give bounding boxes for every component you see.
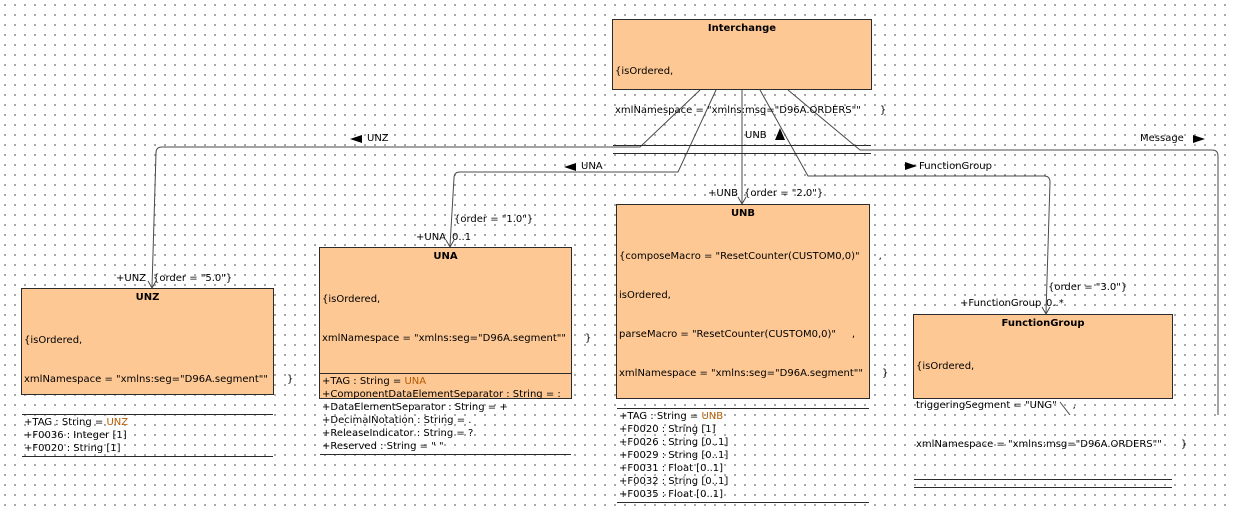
attribute-row[interactable]: +F0020 : String [1] — [619, 424, 716, 435]
direction-arrow-message — [1193, 135, 1205, 143]
assoc-label-unz: UNZ — [367, 133, 389, 144]
attribute-row[interactable]: +F0020 : String [1] — [24, 443, 121, 454]
attributes-compartment: +TAG : String = UNB +F0020 : String [1] … — [617, 408, 869, 502]
tag-line: {composeMacro = "ResetCounter(CUSTOM0,0)… — [619, 251, 882, 262]
assoc-label-unb: UNB — [745, 130, 767, 141]
direction-arrow-unz — [350, 135, 362, 143]
class-functiongroup[interactable]: FunctionGroup {isOrdered, triggeringSegm… — [913, 314, 1187, 488]
tag-line: {isOrdered, — [916, 361, 975, 372]
attribute-row[interactable]: +ReleaseIndicator : String = ? — [322, 428, 474, 439]
attributes-compartment: +TAG : String = UNZ +F0036 : Integer [1]… — [22, 414, 273, 456]
attribute-row[interactable]: +DataElementSeparator : String = + — [322, 402, 508, 413]
role-label-unz: +UNZ — [116, 273, 147, 284]
role-label-unb: +UNB — [708, 188, 739, 199]
attribute-row[interactable]: +F0029 : String [0..1] — [619, 450, 729, 461]
multiplicity-functiongroup: 0..* — [1046, 298, 1064, 309]
tag-line: parseMacro = "ResetCounter(CUSTOM0,0)" , — [619, 329, 856, 340]
order-label-functiongroup: {order = "3.0"} — [1048, 282, 1128, 293]
operations-compartment — [617, 502, 869, 510]
attribute-row[interactable]: +F0032 : String [0..1] — [619, 476, 729, 487]
edge-una — [449, 89, 717, 247]
edge-message — [787, 89, 1219, 415]
tag-line: {isOrdered, — [322, 294, 381, 305]
assoc-label-una: UNA — [581, 161, 603, 172]
tag-line: triggeringSegment = "UNG" , — [916, 400, 1076, 411]
tag-line: {isOrdered, — [24, 335, 83, 346]
attribute-row[interactable]: +F0036 : Integer [1] — [24, 430, 127, 441]
role-label-una: +UNA — [416, 232, 447, 243]
edge-partial — [1059, 401, 1071, 415]
operations-compartment — [613, 153, 871, 161]
class-name: FunctionGroup — [1001, 318, 1085, 329]
class-name: Interchange — [707, 23, 777, 34]
tag-line: xmlNamespace = "xmlns:seg="D96A.segment"… — [619, 368, 889, 379]
class-unb[interactable]: UNB {composeMacro = "ResetCounter(CUSTOM… — [616, 204, 889, 503]
direction-arrow-functiongroup — [905, 162, 917, 170]
attributes-compartment — [914, 479, 1172, 487]
class-una[interactable]: UNA {isOrdered, xmlNamespace = "xmlns:se… — [319, 247, 592, 455]
class-name: UNA — [433, 251, 458, 262]
class-name: UNB — [730, 208, 756, 219]
tag-line: xmlNamespace = "xmlns:msg="D96A.ORDERS""… — [916, 439, 1188, 450]
attribute-row[interactable]: +F0026 : String [0..1] — [619, 437, 729, 448]
attribute-row[interactable]: +TAG : String = UNB — [619, 411, 724, 422]
role-label-functiongroup: +FunctionGroup — [960, 298, 1042, 309]
association-lines — [147, 89, 1219, 415]
attribute-row[interactable]: +F0035 : Float [0..1] — [619, 489, 724, 500]
operations-compartment — [914, 487, 1172, 495]
order-label-una: {order = "1.0"} — [454, 214, 534, 225]
attribute-row[interactable]: +TAG : String = UNA — [322, 376, 427, 387]
attributes-compartment: +TAG : String = UNA +ComponentDataElemen… — [320, 373, 571, 454]
tag-line: xmlNamespace = "xmlns:seg="D96A.segment"… — [24, 374, 294, 385]
assoc-label-message: Message — [1140, 133, 1184, 144]
direction-arrow-unb — [775, 128, 785, 140]
attributes-compartment — [613, 145, 871, 153]
multiplicity-una: 0..1 — [452, 232, 472, 243]
tag-line: xmlNamespace = "xmlns:msg="D96A.ORDERS""… — [615, 105, 887, 116]
attribute-row[interactable]: +Reserved : String = " " — [322, 441, 444, 452]
order-label-unz: {order = "5.0"} — [153, 273, 233, 284]
attribute-row[interactable]: +ComponentDataElementSeparator : String … — [322, 389, 561, 400]
edge-unz — [151, 89, 701, 288]
class-interchange[interactable]: Interchange {isOrdered, xmlNamespace = "… — [612, 19, 886, 154]
operations-compartment — [320, 454, 571, 462]
class-unz[interactable]: UNZ {isOrdered, xmlNamespace = "xmlns:se… — [21, 288, 294, 457]
assoc-label-functiongroup: FunctionGroup — [919, 161, 992, 172]
order-label-unb: {order = "2.0"} — [744, 188, 824, 199]
edge-functiongroup — [759, 89, 1051, 314]
direction-arrow-una — [564, 163, 576, 171]
class-name: UNZ — [135, 292, 160, 303]
operations-compartment — [22, 456, 273, 464]
tag-line: {isOrdered, — [615, 66, 674, 77]
tag-line: isOrdered, — [619, 290, 671, 301]
attribute-row[interactable]: +F0031 : Float [0..1] — [619, 463, 724, 474]
attribute-row[interactable]: +DecimalNotation : String = . — [322, 415, 472, 426]
tag-line: xmlNamespace = "xmlns:seg="D96A.segment"… — [322, 333, 592, 344]
attribute-row[interactable]: +TAG : String = UNZ — [24, 417, 129, 428]
